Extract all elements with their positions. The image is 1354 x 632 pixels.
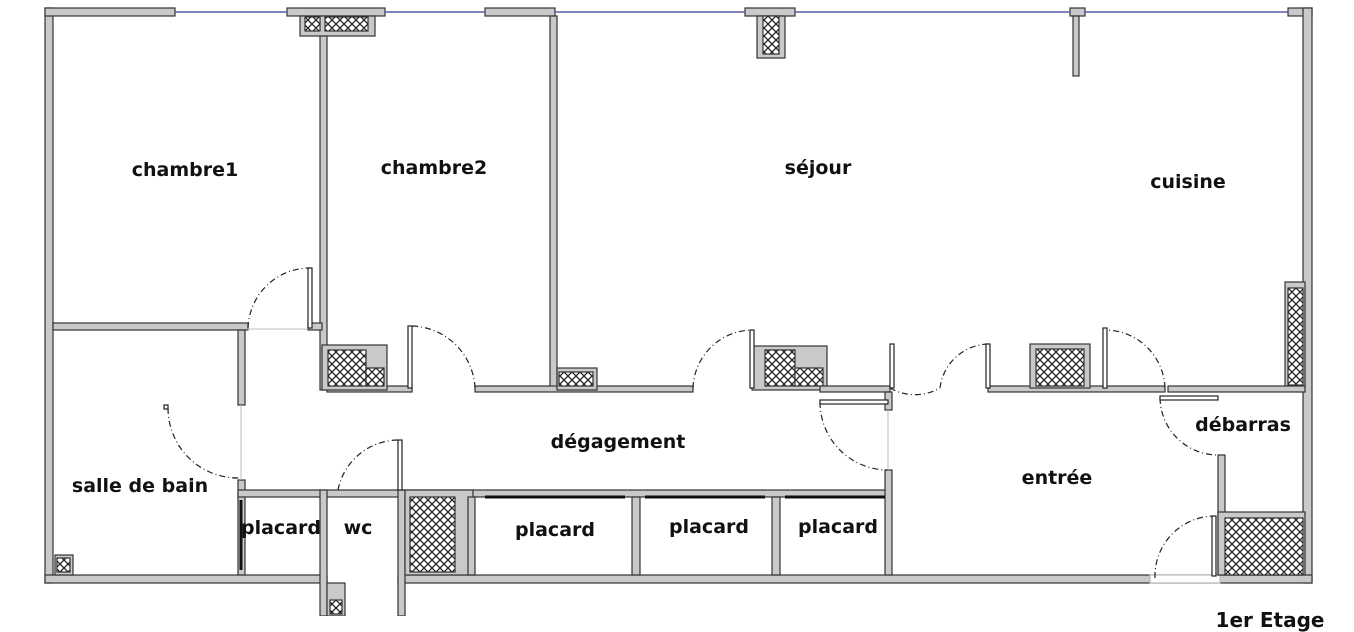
room-label-placard: placard <box>669 516 749 538</box>
room-label-degagement: dégagement <box>550 431 686 453</box>
room-label-placard: placard <box>515 519 595 541</box>
room-label-salle-de-bain: salle de bain <box>71 475 209 497</box>
floor-plan <box>44 7 1313 616</box>
interior-walls <box>52 15 1306 616</box>
room-label-chambre1: chambre1 <box>131 159 239 181</box>
room-label-wc: wc <box>343 517 373 539</box>
floor-label: 1er Etage <box>1215 608 1325 632</box>
room-label-debarras: débarras <box>1195 414 1291 436</box>
room-label-placard: placard <box>798 516 878 538</box>
doors <box>163 267 1219 579</box>
room-label-sejour: séjour <box>784 157 852 179</box>
room-label-entree: entrée <box>1021 467 1093 489</box>
room-label-chambre2: chambre2 <box>380 157 488 179</box>
outer-walls <box>44 7 1313 584</box>
room-label-cuisine: cuisine <box>1150 171 1226 193</box>
room-label-placard: placard <box>241 517 321 539</box>
